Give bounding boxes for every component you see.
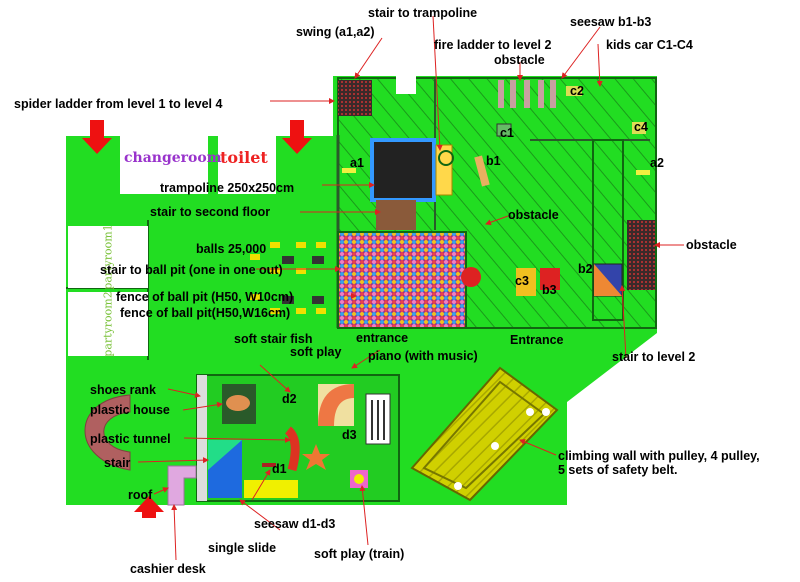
- label-stair-to-trampoline: stair to trampoline: [368, 6, 478, 20]
- seesaw-b1: [474, 155, 490, 187]
- label-fence-1: fence of ball pit (H50, W10cm): [116, 290, 294, 304]
- marker-c4: c4: [634, 120, 648, 134]
- label-seesaw-b: seesaw b1-b3: [570, 15, 652, 29]
- label-shoes-rank: shoes rank: [90, 383, 157, 397]
- swing-a1: [342, 168, 356, 173]
- label-single-slide: single slide: [208, 541, 277, 555]
- trampoline: [370, 138, 436, 202]
- label-kids-car: kids car C1-C4: [606, 38, 693, 52]
- toilet-label: toilet: [220, 148, 268, 167]
- kids-car-c1: [496, 123, 512, 137]
- marker-c3: c3: [515, 274, 529, 288]
- marker-a1: a1: [350, 156, 364, 170]
- label-climbing-wall-1: climbing wall with pulley, 4 pulley,: [558, 449, 760, 463]
- label-plastic-house: plastic house: [90, 403, 170, 417]
- label-entrance-upper: Entrance: [510, 333, 564, 347]
- partyroom1[interactable]: partyroom1: [68, 224, 148, 290]
- label-stair: stair: [104, 456, 131, 470]
- label-balls: balls 25,000: [196, 242, 267, 256]
- climbing-wall: [410, 366, 559, 502]
- marker-b2: b2: [578, 262, 593, 276]
- cashier-desk: [167, 465, 197, 506]
- label-spider-ladder: spider ladder from level 1 to level 4: [14, 97, 223, 111]
- seesaw-d1: [262, 463, 276, 467]
- marker-a2: a2: [650, 156, 664, 170]
- marker-b3: b3: [542, 283, 557, 297]
- spider-ladder: [338, 80, 372, 116]
- label-fire-ladder: fire ladder to level 2: [434, 38, 552, 52]
- partyroom2-label: partyroom2: [101, 291, 115, 357]
- label-trampoline: trampoline 250x250cm: [160, 181, 295, 195]
- label-entrance-lower: entrance: [356, 331, 409, 345]
- star-toy: [302, 444, 330, 470]
- marker-d3: d3: [342, 428, 357, 442]
- changeroom-label: changeroom: [124, 150, 222, 166]
- plastic-tunnel: [284, 426, 300, 472]
- marker-c1: c1: [500, 126, 514, 140]
- label-stair-level2: stair to level 2: [612, 350, 696, 364]
- label-piano: piano (with music): [368, 349, 478, 363]
- label-obstacle-right: obstacle: [686, 238, 737, 252]
- seesaw-b3: [540, 268, 560, 290]
- top-notch: [396, 76, 416, 94]
- label-stair-second-floor: stair to second floor: [150, 205, 271, 219]
- plastic-tunnel-left: [84, 394, 131, 471]
- label-fence-2: fence of ball pit(H50,W16cm): [120, 306, 291, 320]
- label-cashier-desk: cashier desk: [130, 562, 206, 576]
- single-slide: [244, 480, 298, 498]
- kids-car-c3: [516, 268, 536, 296]
- swing-a2: [636, 170, 650, 175]
- label-swing: swing (a1,a2): [296, 25, 375, 39]
- label-seesaw-d: seesaw d1-d3: [254, 517, 336, 531]
- marker-b1: b1: [486, 154, 501, 168]
- label-obstacle-mid: obstacle: [508, 208, 559, 222]
- label-soft-stair-fish: soft stair fish: [234, 332, 313, 346]
- label-obstacle-top: obstacle: [494, 53, 545, 67]
- partyroom1-label: partyroom1: [101, 224, 115, 290]
- ball-pit: [337, 231, 467, 329]
- marker-d1: d1: [272, 462, 287, 476]
- label-stair-ball-pit: stair to ball pit (one in one out): [100, 263, 283, 277]
- entry-arrow-right[interactable]: [282, 120, 312, 154]
- kids-car-c4: [632, 122, 646, 134]
- exit-arrow-bottom[interactable]: [134, 496, 164, 518]
- obstacle-top: [498, 80, 556, 108]
- obstacle-right: [627, 220, 655, 290]
- label-soft-play: soft play: [290, 345, 342, 359]
- entry-arrow-left[interactable]: [82, 120, 112, 154]
- label-plastic-tunnel: plastic tunnel: [90, 432, 171, 446]
- label-roof: roof: [128, 488, 153, 502]
- kids-car-c2: [566, 86, 582, 96]
- label-soft-play-train: soft play (train): [314, 547, 405, 561]
- marker-c2: c2: [570, 84, 584, 98]
- marker-d2: d2: [282, 392, 297, 406]
- label-climbing-wall-2: 5 sets of safety belt.: [558, 463, 678, 477]
- seats: [250, 242, 326, 314]
